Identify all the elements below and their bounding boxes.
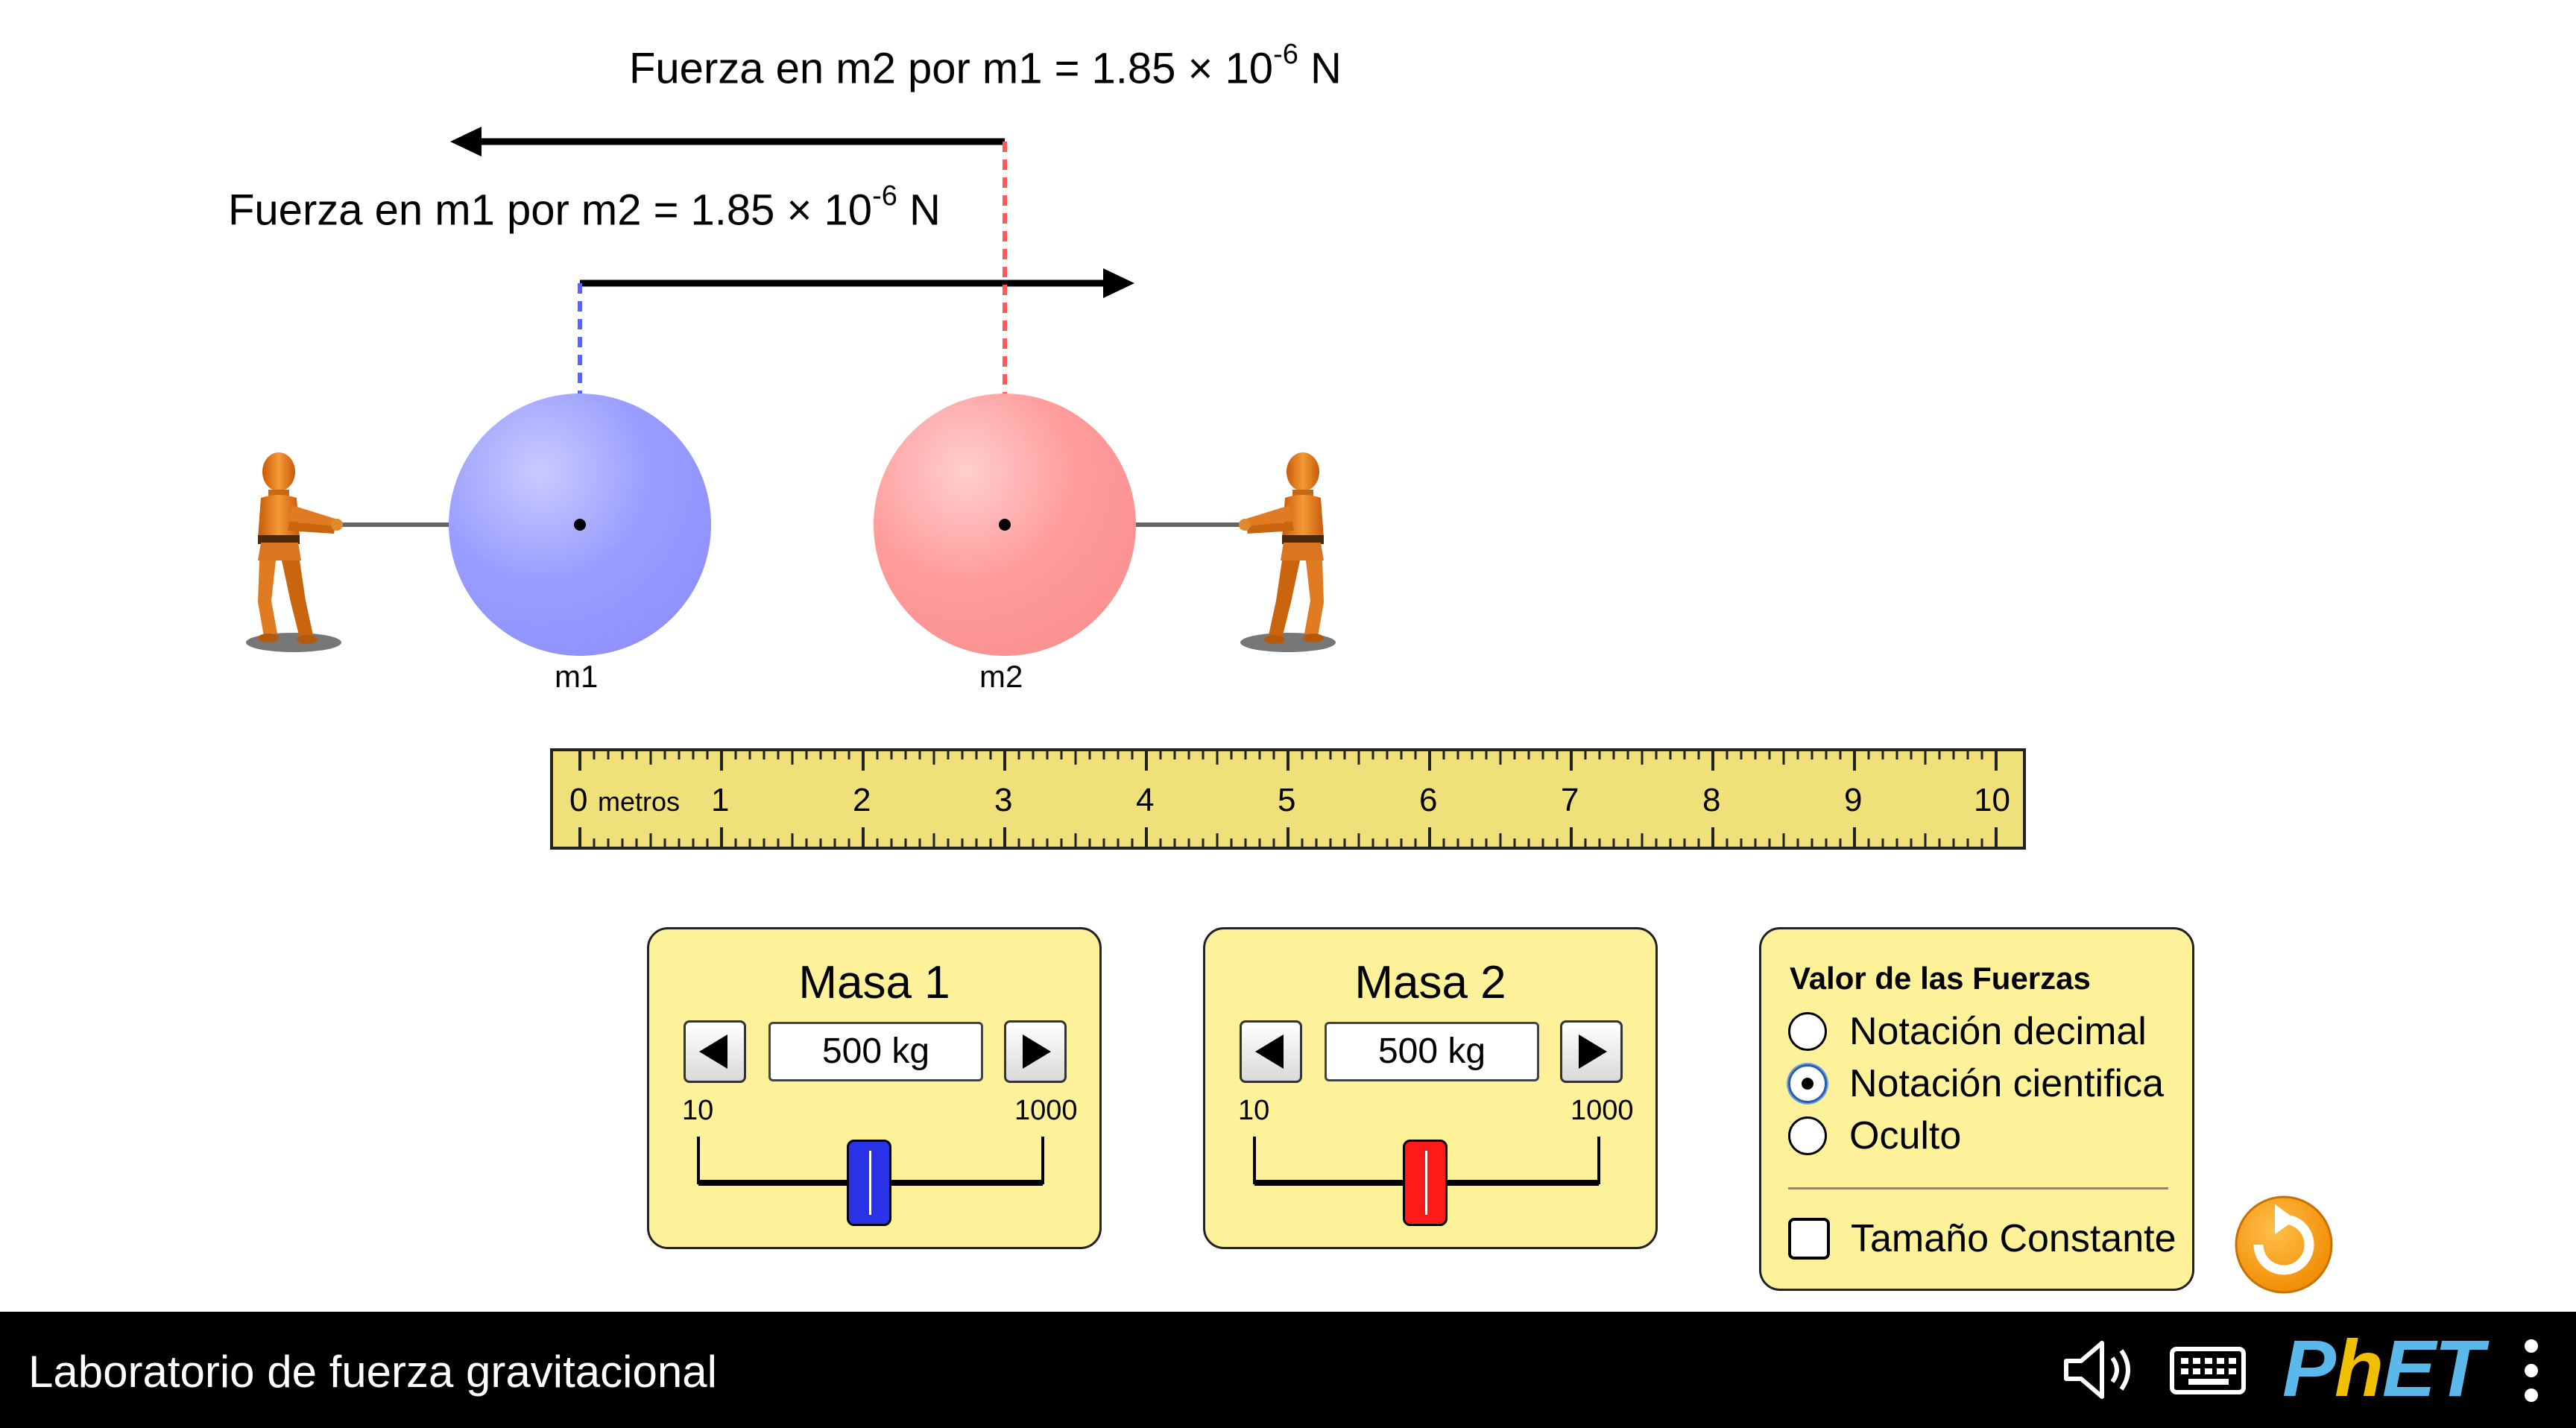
- mass-1-slider-thumb[interactable]: [846, 1140, 891, 1226]
- force-on-m2-exponent: -6: [1273, 39, 1298, 70]
- force-values-title: Valor de las Fuerzas: [1790, 961, 2091, 996]
- mass-1-thumb-grip: [868, 1151, 871, 1215]
- keyboard-icon[interactable]: [2168, 1333, 2250, 1407]
- ruler-tick-label: 0: [569, 782, 587, 818]
- force-on-m2-text: Fuerza en m2 por m1 = 1.85 × 10: [629, 44, 1274, 93]
- ruler-tick-label: 2: [853, 782, 871, 818]
- left-triangle-icon: [1255, 1034, 1284, 1069]
- mass-1-sphere[interactable]: [449, 394, 711, 656]
- panel-divider: [1788, 1187, 2168, 1190]
- force-arrow-on-m1: [580, 268, 1134, 298]
- force-arrow-on-m2: [450, 127, 1005, 157]
- ruler-tick-label: 9: [1844, 782, 1862, 818]
- right-puller-figure: [1239, 452, 1336, 652]
- mass-2-increase-button[interactable]: [1560, 1020, 1623, 1083]
- radio-scientific-notation[interactable]: Notación cientifica: [1788, 1061, 2164, 1107]
- radio-button[interactable]: [1788, 1116, 1827, 1155]
- navigation-bar: Laboratorio de fuerza gravitacional PhET: [0, 1312, 2576, 1428]
- mass-1-label: m1: [555, 659, 599, 694]
- ruler-tick-label: 10: [1974, 782, 2010, 818]
- mass-1-value: 500 kg: [768, 1022, 983, 1081]
- phet-logo-et: ET: [2382, 1323, 2484, 1413]
- phet-logo-p: P: [2282, 1323, 2336, 1413]
- mass-1-panel-title: Masa 1: [798, 957, 950, 1008]
- mass-2-panel-title: Masa 2: [1354, 957, 1506, 1008]
- radio-hidden-label: Oculto: [1849, 1114, 1962, 1157]
- force-on-m1-label: Fuerza en m1 por m2 = 1.85 × 10-6 N: [228, 180, 941, 235]
- radio-hidden[interactable]: Oculto: [1788, 1113, 1961, 1159]
- phet-logo-h: h: [2334, 1323, 2384, 1413]
- mass-2-max-label: 1000: [1570, 1095, 1634, 1126]
- mass-1-decrease-button[interactable]: [684, 1020, 746, 1083]
- radio-decimal-label: Notación decimal: [1849, 1010, 2147, 1053]
- ruler-tick-label: 1: [711, 782, 729, 818]
- constant-size-checkbox[interactable]: [1788, 1218, 1830, 1260]
- mass-2-label: m2: [979, 659, 1023, 694]
- mass-2-sphere[interactable]: [874, 394, 1136, 656]
- left-puller-figure: [246, 452, 343, 652]
- constant-size-label: Tamaño Constante: [1851, 1217, 2176, 1260]
- ruler-tick-label: 4: [1136, 782, 1154, 818]
- radio-decimal-notation[interactable]: Notación decimal: [1788, 1008, 2147, 1055]
- force-on-m1-unit: N: [897, 186, 941, 235]
- phet-logo[interactable]: PhET: [2282, 1328, 2484, 1409]
- mass-1-max-label: 1000: [1014, 1095, 1078, 1126]
- right-triangle-icon: [1579, 1034, 1607, 1069]
- force-on-m2-unit: N: [1298, 44, 1342, 93]
- constant-size-checkbox-row[interactable]: Tamaño Constante: [1788, 1216, 2176, 1262]
- force-on-m1-text: Fuerza en m1 por m2 = 1.85 × 10: [228, 186, 873, 235]
- radio-button[interactable]: [1788, 1012, 1827, 1051]
- ruler-unit-label: metros: [598, 786, 680, 817]
- vertical-dots-icon[interactable]: [2516, 1330, 2546, 1412]
- right-triangle-icon: [1023, 1034, 1051, 1069]
- force-on-m2-label: Fuerza en m2 por m1 = 1.85 × 10-6 N: [629, 39, 1342, 93]
- mass-1-increase-button[interactable]: [1004, 1020, 1067, 1083]
- mass-2-slider-thumb[interactable]: [1402, 1140, 1448, 1226]
- mass-2-control-panel: Masa 2 500 kg 10 1000: [1203, 927, 1658, 1249]
- mass-2-thumb-grip: [1424, 1151, 1427, 1215]
- left-triangle-icon: [699, 1034, 727, 1069]
- ruler-tick-label: 6: [1419, 782, 1437, 818]
- ruler-tick-label: 3: [994, 782, 1012, 818]
- ruler-tick-label: 8: [1702, 782, 1720, 818]
- simulation-area: 0 1 2 3 4 5 6 7 8 9 10 metros Fuerza en m2 por m1 =…: [228, 39, 2334, 1295]
- mass-1-min-label: 10: [682, 1095, 714, 1126]
- mass-2-min-label: 10: [1238, 1095, 1270, 1126]
- ruler-tick-label: 5: [1278, 782, 1295, 818]
- speaker-icon[interactable]: [2059, 1333, 2141, 1407]
- app-title: Laboratorio de fuerza gravitacional: [28, 1347, 717, 1397]
- scene-graphics: 0 1 2 3 4 5 6 7 8 9 10 metros: [246, 127, 2026, 850]
- distance-ruler[interactable]: 0 1 2 3 4 5 6 7 8 9 10 metros: [550, 748, 2026, 850]
- reset-all-button[interactable]: [2233, 1194, 2334, 1295]
- ruler-ticks: 0 1 2 3 4 5 6 7 8 9 10 metros: [569, 750, 2010, 848]
- ruler-tick-label: 7: [1561, 782, 1579, 818]
- radio-button[interactable]: [1788, 1064, 1827, 1103]
- mass-2-decrease-button[interactable]: [1240, 1020, 1302, 1083]
- radio-scientific-label: Notación cientifica: [1849, 1062, 2164, 1105]
- force-on-m1-exponent: -6: [872, 180, 897, 212]
- mass-1-control-panel: Masa 1 500 kg 10 1000: [647, 927, 1102, 1249]
- reset-icon: [2253, 1204, 2314, 1275]
- mass-2-value: 500 kg: [1325, 1022, 1539, 1081]
- force-values-panel: Valor de las Fuerzas Notación decimal No…: [1759, 927, 2194, 1291]
